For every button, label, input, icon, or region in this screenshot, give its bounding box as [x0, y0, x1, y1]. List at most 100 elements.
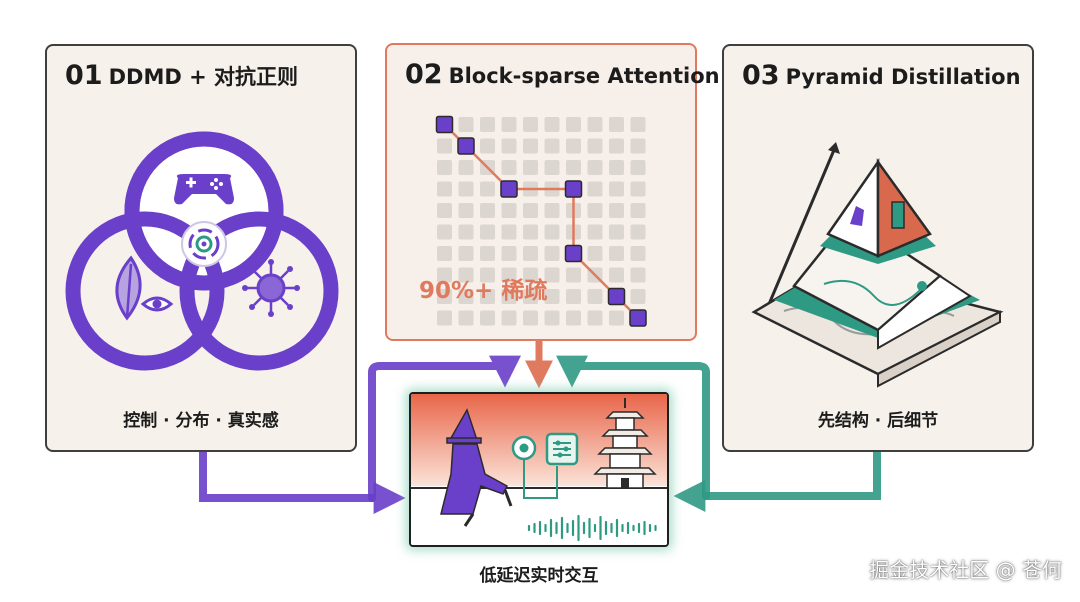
- grid-cell: [437, 138, 452, 154]
- grid-cell: [501, 160, 517, 175]
- grid-cell: [523, 138, 538, 154]
- active-block: [500, 180, 518, 198]
- grid-cell: [587, 246, 603, 261]
- grid-cell: [501, 117, 517, 132]
- grid-cell: [458, 224, 474, 240]
- panel-caption: 控制 · 分布 · 真实感: [123, 411, 279, 431]
- active-block: [457, 137, 475, 155]
- grid-cell: [609, 224, 624, 240]
- grid-cell: [458, 181, 474, 197]
- gamepad-icon: [174, 174, 234, 205]
- grid-cell: [458, 117, 474, 132]
- grid-cell: [458, 203, 474, 218]
- grid-cell: [544, 289, 560, 304]
- grid-cell: [544, 117, 560, 132]
- grid-cell: [609, 160, 624, 175]
- grid-cell: [587, 289, 603, 304]
- grid-cell: [437, 289, 452, 304]
- grid-cell: [544, 267, 560, 283]
- grid-cell: [437, 224, 452, 240]
- grid-cell: [566, 117, 581, 132]
- arrow-teal-lower: [673, 448, 881, 512]
- grid-cell: [544, 203, 560, 218]
- grid-cell: [544, 224, 560, 240]
- leaf-icon: [115, 255, 142, 321]
- grid-cell: [458, 246, 474, 261]
- active-block: [607, 287, 626, 306]
- grid-cell: [458, 160, 474, 175]
- grid-cell: [501, 267, 517, 283]
- grid-cell: [501, 203, 517, 218]
- grid-cell: [630, 181, 646, 197]
- panel-number: 02: [405, 59, 443, 90]
- grid-cell: [501, 138, 517, 154]
- grid-cell: [630, 138, 646, 154]
- panel-caption: 先结构 · 后细节: [817, 411, 939, 431]
- pagoda-icon: [593, 398, 657, 489]
- grid-cell: [609, 203, 624, 218]
- grid-cell: [630, 160, 646, 175]
- grid-cell: [609, 310, 624, 326]
- realtime-scene: [409, 392, 669, 547]
- grid-cell: [437, 246, 452, 261]
- grid-cell: [587, 203, 603, 218]
- center-caption: 低延迟实时交互: [479, 566, 599, 586]
- grid-cell: [523, 160, 538, 175]
- grid-cell: [630, 117, 646, 132]
- scene-illustration: [411, 394, 667, 545]
- virus-icon: [242, 259, 300, 317]
- panel-title-text: Block-sparse Attention: [448, 64, 720, 88]
- grid-cell: [630, 246, 646, 261]
- active-block: [629, 309, 647, 327]
- grid-cell: [609, 117, 624, 132]
- grid-cell: [523, 117, 538, 132]
- grid-cell: [501, 246, 517, 261]
- grid-cell: [437, 203, 452, 218]
- pyramid-icon: [751, 142, 1004, 388]
- grid-cell: [630, 203, 646, 218]
- grid-cell: [587, 138, 603, 154]
- grid-cell: [480, 310, 495, 326]
- panel-title-text: Pyramid Distillation: [785, 65, 1021, 89]
- grid-cell: [587, 224, 603, 240]
- grid-cell: [544, 246, 560, 261]
- spiral-icon: [181, 221, 227, 267]
- grid-cell: [587, 160, 603, 175]
- grid-cell: [437, 310, 452, 326]
- grid-cell: [458, 310, 474, 326]
- grid-cell: [458, 267, 474, 283]
- grid-cell: [523, 267, 538, 283]
- panel-number: 03: [742, 60, 780, 91]
- active-block: [564, 244, 583, 263]
- grid-cell: [480, 289, 495, 304]
- grid-cell: [480, 138, 495, 154]
- grid-cell: [587, 117, 603, 132]
- grid-cell: [523, 203, 538, 218]
- arrow-purple-lower: [199, 448, 406, 514]
- grid-cell: [630, 224, 646, 240]
- grid-cell: [566, 160, 581, 175]
- grid-cell: [587, 181, 603, 197]
- active-block: [435, 115, 454, 134]
- grid-cell: [437, 160, 452, 175]
- grid-cell: [609, 138, 624, 154]
- arrow-purple-upper: [368, 355, 521, 502]
- grid-cell: [609, 181, 624, 197]
- waveform-icon: [527, 514, 657, 542]
- grid-cell: [544, 138, 560, 154]
- grid-cell: [480, 224, 495, 240]
- panel-title-text: DDMD + 对抗正则: [108, 65, 298, 89]
- panel-number: 01: [65, 60, 103, 91]
- grid-cell: [501, 289, 517, 304]
- grid-cell: [566, 138, 581, 154]
- grid-cell: [523, 246, 538, 261]
- grid-cell: [587, 310, 603, 326]
